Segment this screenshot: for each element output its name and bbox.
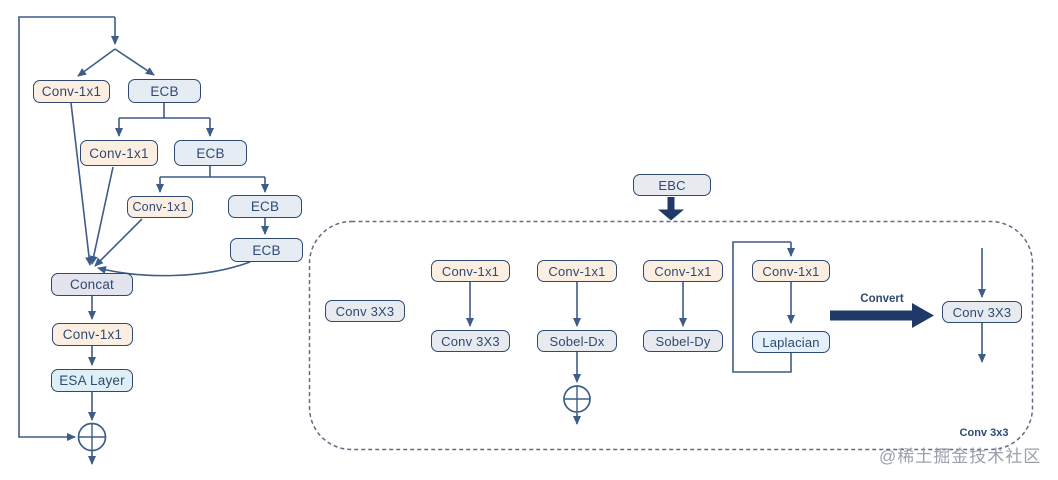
- node-branch2-conv-1x1: Conv-1x1: [537, 260, 617, 282]
- node-branch1-conv-1x1: Conv-1x1: [431, 260, 510, 282]
- node-branch4-laplacian: Laplacian: [752, 331, 830, 353]
- node-conv-1x1-l2: Conv-1x1: [80, 140, 158, 166]
- node-branch3-sobel-dy: Sobel-Dy: [643, 330, 723, 352]
- skip-connection: [18, 16, 115, 441]
- module-connectors: [466, 241, 986, 425]
- node-branch4-conv-1x1: Conv-1x1: [752, 260, 830, 282]
- convert-arrow-icon: [830, 303, 934, 328]
- convert-label: Convert: [860, 293, 904, 305]
- node-branch3-conv-1x1: Conv-1x1: [643, 260, 723, 282]
- add-icon: [563, 385, 591, 413]
- node-concat: Concat: [51, 273, 133, 296]
- node-ecb-l2: ECB: [174, 140, 247, 166]
- corner-caption: Conv 3x3: [959, 427, 1009, 439]
- node-ecb-l1: ECB: [128, 79, 201, 103]
- node-conv-1x1-l3: Conv-1x1: [127, 196, 193, 218]
- watermark: @稀土掘金技术社区: [879, 447, 1042, 466]
- node-ecb-l3: ECB: [228, 195, 302, 218]
- node-branch2-sobel-dx: Sobel-Dx: [537, 330, 617, 352]
- node-esa-layer: ESA Layer: [51, 369, 133, 392]
- node-conv-3x3-single: Conv 3X3: [325, 300, 405, 322]
- tree-connectors: [18, 16, 269, 465]
- node-ebc: EBC: [633, 174, 711, 196]
- dashed-container: [308, 220, 1034, 451]
- node-branch1-conv-3x3: Conv 3X3: [431, 330, 510, 352]
- add-icon: [77, 422, 107, 452]
- node-conv-1x1-l1: Conv-1x1: [33, 80, 110, 103]
- branch-loop: [732, 241, 792, 373]
- node-conv-1x1-fuse: Conv-1x1: [52, 323, 133, 346]
- node-ecb-l4: ECB: [230, 238, 303, 262]
- thick-down-arrow: [658, 197, 684, 221]
- node-converted-conv-3x3: Conv 3X3: [942, 301, 1022, 323]
